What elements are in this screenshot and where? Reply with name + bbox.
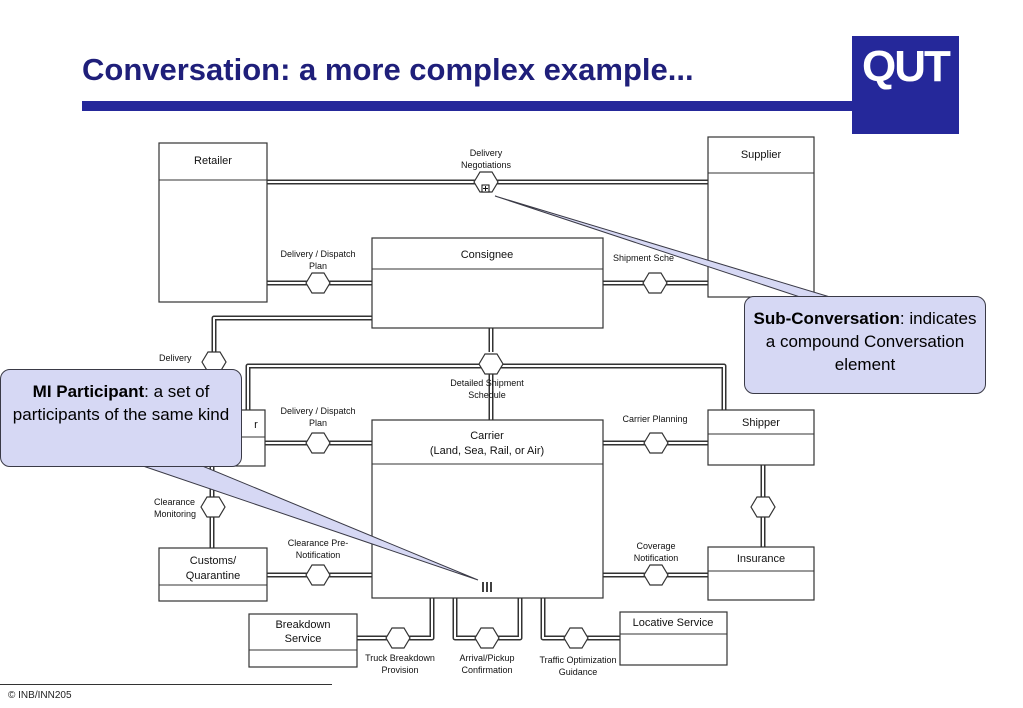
consignee-label: Consignee bbox=[461, 249, 514, 261]
shipper-label: Shipper bbox=[742, 417, 780, 429]
customs-label-line2: Quarantine bbox=[186, 570, 240, 582]
delivery-dispatch-top-label-1: Delivery / Dispatch bbox=[280, 249, 355, 259]
arrival-pickup-label-2: Confirmation bbox=[461, 665, 512, 675]
carrier-label-line1: Carrier bbox=[470, 430, 504, 442]
carrier-label-line2: (Land, Sea, Rail, or Air) bbox=[430, 445, 544, 457]
sub-conversation-callout: Sub-Conversation: indicates a compound C… bbox=[744, 296, 986, 394]
carrier-planning-label: Carrier Planning bbox=[622, 414, 687, 424]
delivery-dispatch-mid-label-1: Delivery / Dispatch bbox=[280, 406, 355, 416]
carrier-planning-node bbox=[643, 432, 669, 454]
participant-breakdown-service: Breakdown Service bbox=[248, 613, 358, 668]
coverage-label-1: Coverage bbox=[636, 541, 675, 551]
delivery-dispatch-top-label-2: Plan bbox=[309, 261, 327, 271]
truck-breakdown-node bbox=[385, 627, 411, 649]
insurance-label: Insurance bbox=[737, 553, 785, 565]
traffic-optimization-node bbox=[563, 627, 589, 649]
qut-logo: QUT bbox=[852, 36, 959, 134]
delivery-partial-label: Delivery bbox=[159, 353, 192, 363]
clearance-pre-label-2: Notification bbox=[296, 550, 341, 560]
delivery-dispatch-mid-node bbox=[305, 432, 331, 454]
arrival-pickup-label-1: Arrival/Pickup bbox=[459, 653, 514, 663]
participant-carrier: Carrier (Land, Sea, Rail, or Air) bbox=[371, 419, 604, 599]
conversation-labels: Delivery Negotiations Delivery / Dispatc… bbox=[154, 148, 688, 677]
clearance-monitoring-label-1: Clearance bbox=[154, 497, 195, 507]
mi-participant-marker-icon bbox=[482, 582, 492, 592]
shipper-insurance-node bbox=[750, 496, 776, 518]
breakdown-label-line1: Breakdown bbox=[275, 619, 330, 631]
participant-supplier: Supplier bbox=[707, 136, 815, 298]
locative-label: Locative Service bbox=[633, 617, 714, 629]
footer-rule bbox=[0, 684, 332, 685]
delivery-dispatch-top-node bbox=[305, 272, 331, 294]
truck-breakdown-label-2: Provision bbox=[381, 665, 418, 675]
shipment-schedule-label: Shipment Sche bbox=[613, 253, 674, 263]
detailed-schedule-label-2: Schedule bbox=[468, 390, 506, 400]
mi-participant-callout-text: : a set of participants of the same kind bbox=[12, 382, 230, 424]
clearance-pre-label-1: Clearance Pre- bbox=[288, 538, 349, 548]
breakdown-label-line2: Service bbox=[285, 633, 322, 645]
customs-label-line1: Customs/ bbox=[190, 555, 237, 567]
traffic-optimization-label-2: Guidance bbox=[559, 667, 598, 677]
truck-breakdown-label-1: Truck Breakdown bbox=[365, 653, 435, 663]
sub-conversation-callout-text: : indicates a compound Conversation elem… bbox=[765, 309, 977, 374]
mi-participant-callout-title: MI Participant bbox=[32, 382, 145, 401]
participant-customs: Customs/ Quarantine bbox=[158, 547, 268, 602]
delivery-negotiations-label-2: Negotiations bbox=[461, 160, 512, 170]
sub-conversation-marker-icon bbox=[481, 184, 490, 193]
detailed-shipment-schedule-node bbox=[478, 353, 504, 375]
slide-title: Conversation: a more complex example... bbox=[82, 52, 694, 87]
delivery-negotiations-label-1: Delivery bbox=[470, 148, 503, 158]
detailed-schedule-label-1: Detailed Shipment bbox=[450, 378, 524, 388]
clearance-monitoring-label-2: Monitoring bbox=[154, 509, 196, 519]
arrival-pickup-node bbox=[474, 627, 500, 649]
mi-participant-callout: MI Participant: a set of participants of… bbox=[0, 369, 242, 467]
participant-shipper: Shipper bbox=[707, 409, 815, 466]
clearance-pre-notification-node bbox=[305, 564, 331, 586]
delivery-dispatch-mid-label-2: Plan bbox=[309, 418, 327, 428]
supplier-label: Supplier bbox=[741, 149, 782, 161]
participant-locative-service: Locative Service bbox=[619, 611, 728, 666]
participant-consignee: Consignee bbox=[371, 237, 604, 329]
shipment-schedule-node bbox=[642, 272, 668, 294]
coverage-notification-node bbox=[643, 564, 669, 586]
clearance-monitoring-node bbox=[200, 496, 226, 518]
participant-insurance: Insurance bbox=[707, 546, 815, 601]
footer-copyright: © INB/INN205 bbox=[8, 690, 72, 701]
traffic-optimization-label-1: Traffic Optimization bbox=[539, 655, 616, 665]
coverage-label-2: Notification bbox=[634, 553, 679, 563]
partial-participant-label: r bbox=[254, 419, 258, 431]
retailer-label: Retailer bbox=[194, 155, 232, 167]
sub-conversation-callout-title: Sub-Conversation bbox=[753, 309, 900, 328]
title-underline bbox=[82, 101, 856, 111]
participant-retailer: Retailer bbox=[158, 142, 268, 303]
